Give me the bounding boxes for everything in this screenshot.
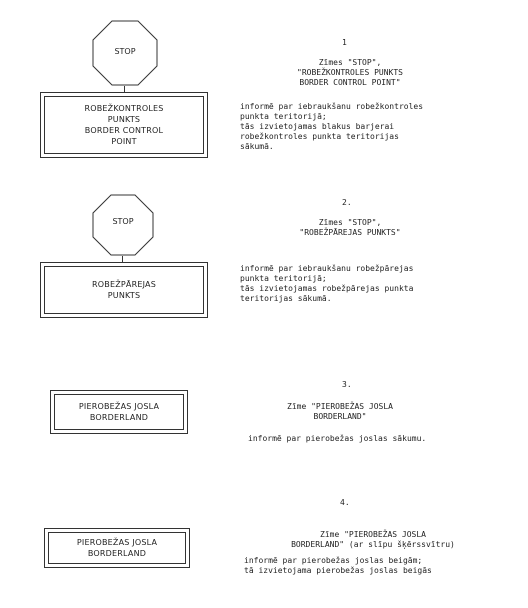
item-description-2: informē par iebraukšanu robežpārejas pun… xyxy=(240,264,414,303)
stop-sign-octagon-2 xyxy=(92,194,154,256)
borderland-end-sign-text: PIEROBEŽAS JOSLA BORDERLAND xyxy=(76,538,158,558)
border-crossing-sign-text: ROBEŽPĀREJAS PUNKTS xyxy=(92,280,156,300)
item-number-2: 2. xyxy=(342,198,352,207)
borderland-sign-text: PIEROBEŽAS JOSLA BORDERLAND xyxy=(78,402,160,422)
item-caption-4: Zīme "PIEROBEŽAS JOSLA BORDERLAND" (ar s… xyxy=(291,530,455,549)
sign-post-2 xyxy=(122,256,123,262)
item-number-3: 3. xyxy=(342,380,352,389)
item-number-1: 1 xyxy=(342,38,347,47)
item-description-4: informē par pierobežas joslas beigām; tā… xyxy=(244,556,432,575)
stop-sign-label-1: STOP xyxy=(114,47,136,56)
stop-sign-octagon-1 xyxy=(92,20,158,86)
item-number-4: 4. xyxy=(340,498,350,507)
border-control-sign-text: ROBEŽKONTROLES PUNKTS BORDER CONTROL POI… xyxy=(84,104,164,146)
item-caption-3: Zīme "PIEROBEŽAS JOSLA BORDERLAND" xyxy=(287,402,393,421)
borderland-sign: PIEROBEŽAS JOSLA BORDERLAND xyxy=(50,390,188,434)
border-crossing-sign: ROBEŽPĀREJAS PUNKTS xyxy=(40,262,208,318)
borderland-end-sign: PIEROBEŽAS JOSLA BORDERLAND xyxy=(44,528,190,568)
item-description-1: informē par iebraukšanu robežkontroles p… xyxy=(240,102,424,151)
border-control-sign: ROBEŽKONTROLES PUNKTS BORDER CONTROL POI… xyxy=(40,92,208,158)
item-description-3: informē par pierobežas joslas sākumu. xyxy=(248,434,427,443)
item-caption-2: Zīmes "STOP", "ROBEŽPĀREJAS PUNKTS" xyxy=(299,218,401,237)
stop-sign-label-2: STOP xyxy=(112,217,134,226)
item-caption-1: Zīmes "STOP", "ROBEŽKONTROLES PUNKTS BOR… xyxy=(297,58,403,87)
sign-post-1 xyxy=(124,86,125,92)
